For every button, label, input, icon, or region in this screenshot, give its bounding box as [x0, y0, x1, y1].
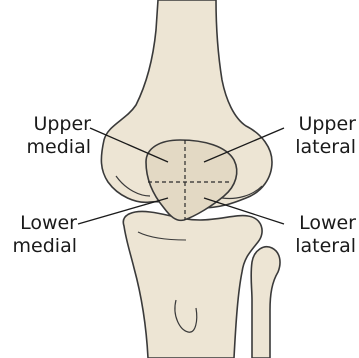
- label-lower-lateral-line2: lateral: [295, 235, 356, 258]
- label-upper-lateral-line2: lateral: [295, 136, 356, 159]
- fibula-bone-icon: [251, 247, 280, 358]
- label-upper-medial-line2: medial: [27, 136, 91, 159]
- label-lower-medial-line1: Lower: [13, 212, 77, 235]
- label-lower-lateral: Lower lateral: [295, 212, 356, 258]
- label-upper-lateral: Upper lateral: [295, 113, 356, 159]
- tibia-bone-icon: [123, 212, 262, 358]
- label-lower-medial: Lower medial: [13, 212, 77, 258]
- label-upper-lateral-line1: Upper: [295, 113, 356, 136]
- patella-bone-icon: [146, 140, 237, 220]
- label-lower-medial-line2: medial: [13, 235, 77, 258]
- label-upper-medial: Upper medial: [27, 113, 91, 159]
- label-upper-medial-line1: Upper: [27, 113, 91, 136]
- label-lower-lateral-line1: Lower: [295, 212, 356, 235]
